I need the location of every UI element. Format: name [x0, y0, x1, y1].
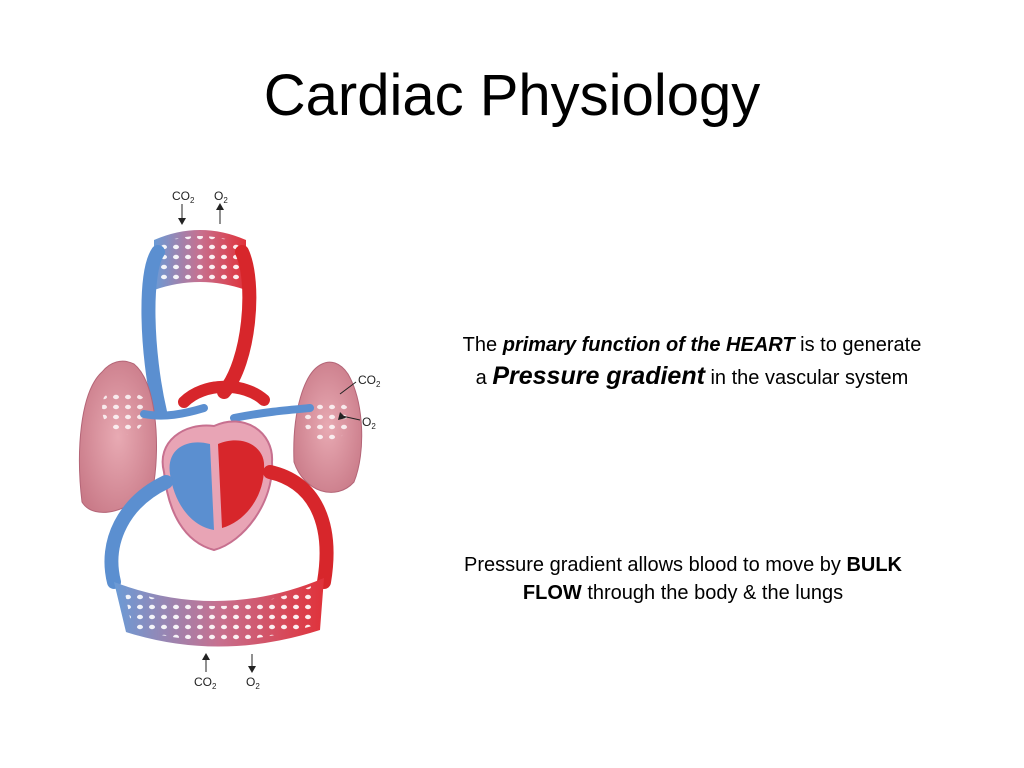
- bottom-o2-arrowhead: [248, 666, 256, 673]
- right-lung-capillaries: [304, 399, 352, 441]
- heart-right-side: [169, 442, 214, 530]
- text1-part3: in the vascular system: [704, 367, 909, 389]
- right-o2-arrow: [341, 415, 361, 421]
- right-pulmonary-branch: [230, 404, 314, 422]
- pulmonary-vein-vessel: [217, 245, 257, 399]
- text2-part2: through the body & the lungs: [581, 582, 844, 604]
- right-o2-arrowhead: [338, 412, 346, 420]
- text1-emphasis-pressure-gradient: Pressure gradient: [492, 362, 705, 390]
- text1-part1: The: [462, 334, 503, 356]
- text2-part1: Pressure gradient allows blood to move b…: [464, 554, 847, 576]
- bulk-flow-text: Pressure gradient allows blood to move b…: [462, 551, 904, 607]
- aortic-arch: [178, 380, 270, 408]
- top-co2-arrowhead: [178, 218, 186, 225]
- heart-left-side: [218, 440, 265, 528]
- circulation-diagram: CO2 O2 CO2 O2: [74, 182, 394, 692]
- text1-part2: is to generate a: [475, 334, 922, 389]
- right-co2-arrow: [339, 381, 357, 395]
- systemic-capillary-holes: [124, 584, 316, 641]
- text1-emphasis-primary-function: primary function of the HEART: [502, 334, 795, 356]
- top-o2-label: O2: [214, 189, 228, 205]
- circulation-diagram-svg: CO2 O2 CO2 O2: [79, 189, 381, 691]
- top-o2-arrowhead: [216, 203, 224, 210]
- right-co2-label: CO2: [358, 373, 381, 389]
- left-lung-capillaries: [102, 390, 148, 435]
- top-co2-label: CO2: [172, 189, 195, 205]
- text2-bold-bulk-flow: BULK FLOW: [522, 554, 902, 604]
- bottom-co2-label: CO2: [194, 675, 217, 691]
- pulmonary-artery-vessel: [141, 245, 167, 419]
- left-pulmonary-branch: [140, 404, 208, 420]
- aorta: [263, 465, 334, 589]
- right-o2-label: O2: [362, 415, 376, 431]
- vena-cava: [104, 475, 173, 589]
- pulmonary-capillary-holes: [158, 236, 242, 286]
- bottom-co2-arrowhead: [202, 653, 210, 660]
- heart-function-text: The primary function of the HEART is to …: [456, 330, 928, 394]
- bottom-o2-label: O2: [246, 675, 260, 691]
- slide-title: Cardiac Physiology: [263, 63, 761, 128]
